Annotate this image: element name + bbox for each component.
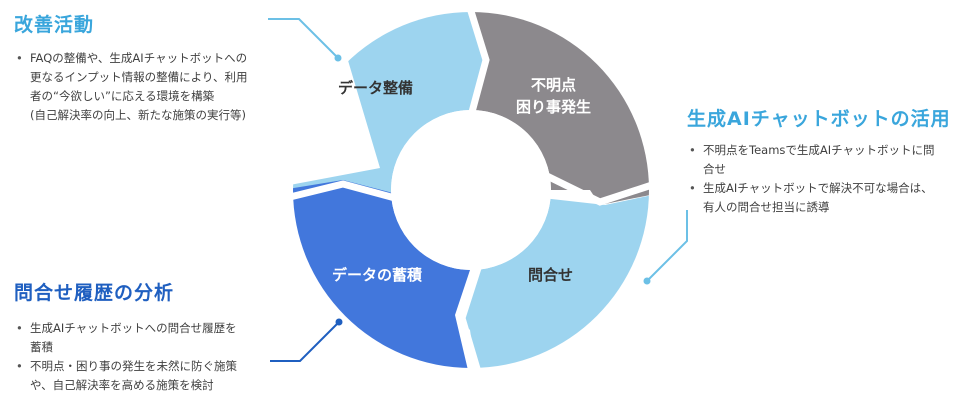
bullet-line: 不明点をTeamsで生成AIチャットボットに問 — [703, 143, 935, 157]
segment-label-data-maintenance: データ整備 — [338, 79, 414, 97]
segment-label-line: 不明点 — [531, 76, 577, 94]
bullet-line: FAQの整備や、生成AIチャットボットへの — [30, 51, 248, 65]
bullet-line: や、自己解決率を高める施策を検討 — [30, 378, 214, 392]
segment-label-inquiry: 問合せ — [528, 266, 574, 284]
bullet-line: 者の“今欲しい”に応える環境を構築 — [30, 89, 215, 103]
segment-label-data-accumulation: データの蓄積 — [332, 266, 423, 284]
callout-title: 問合せ履歴の分析 — [14, 282, 175, 304]
gap-left — [289, 180, 396, 202]
bullet-item: 不明点・困り事の発生を未然に防ぐ施策 や、自己解決率を高める施策を検討 — [14, 357, 284, 395]
bullet-item: FAQの整備や、生成AIチャットボットへの 更なるインプット情報の整備により、利… — [14, 49, 284, 106]
ring-center — [391, 110, 551, 270]
bullet-line: 生成AIチャットボットで解決不可な場合は、 — [703, 181, 933, 195]
connector-improvement — [268, 18, 342, 62]
bullet-line: 合せ — [703, 162, 726, 176]
segment-label-issue-occurrence: 不明点 困り事発生 — [516, 74, 591, 118]
bullet-item: 生成AIチャットボットへの問合せ履歴を 蓄積 — [14, 319, 284, 357]
gap-right — [543, 171, 654, 206]
bullet-list: 生成AIチャットボットへの問合せ履歴を 蓄積 不明点・困り事の発生を未然に防ぐ施… — [14, 319, 284, 395]
callout-title: 生成AIチャットボットの活用 — [687, 108, 951, 130]
gap-bottom — [458, 266, 482, 373]
bullet-line: 蓄積 — [30, 340, 53, 354]
bullet-item: 生成AIチャットボットで解決不可な場合は、 有人の問合せ担当に誘導 — [687, 179, 957, 217]
callout-title: 改善活動 — [14, 14, 95, 36]
bullet-line: 不明点・困り事の発生を未然に防ぐ施策 — [30, 359, 237, 373]
bullet-item: 不明点をTeamsで生成AIチャットボットに問 合せ — [687, 141, 957, 179]
bullet-line: 生成AIチャットボットへの問合せ履歴を — [30, 321, 237, 335]
callout-improvement: 改善活動 FAQの整備や、生成AIチャットボットへの 更なるインプット情報の整備… — [14, 10, 284, 125]
callout-history-analysis: 問合せ履歴の分析 生成AIチャットボットへの問合せ履歴を 蓄積 不明点・困り事の… — [14, 278, 284, 395]
bullet-line: 更なるインプット情報の整備により、利用 — [30, 70, 248, 84]
segment-label-line: 困り事発生 — [516, 98, 592, 116]
connector-chatbot-usage — [643, 210, 688, 285]
bullet-list: FAQの整備や、生成AIチャットボットへの 更なるインプット情報の整備により、利… — [14, 49, 284, 106]
callout-note: (自己解決率の向上、新たな施策の実行等) — [30, 108, 246, 122]
callout-chatbot-usage: 生成AIチャットボットの活用 不明点をTeamsで生成AIチャットボットに問 合… — [687, 104, 957, 217]
gap-top — [466, 6, 490, 113]
bullet-list: 不明点をTeamsで生成AIチャットボットに問 合せ 生成AIチャットボットで解… — [687, 141, 957, 217]
bullet-line: 有人の問合せ担当に誘導 — [703, 200, 830, 214]
